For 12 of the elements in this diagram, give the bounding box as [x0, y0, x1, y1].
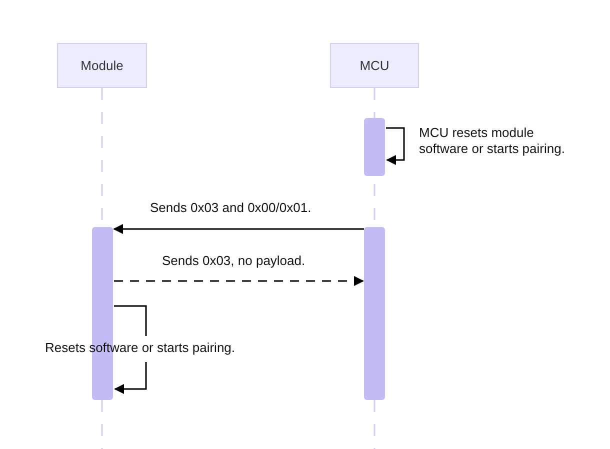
arrow — [113, 305, 147, 394]
activation-bar — [364, 118, 385, 176]
message-label: Sends 0x03 and 0x00/0x01. — [150, 200, 312, 216]
participant-box: Module — [57, 43, 147, 88]
message-label: Sends 0x03, no payload. — [162, 253, 306, 269]
message-label: MCU resets module software or starts pairing. — [419, 125, 566, 157]
participant-box: MCU — [330, 43, 419, 88]
arrow — [114, 276, 364, 286]
arrow — [386, 127, 405, 165]
arrow — [113, 224, 364, 234]
activation-bar — [364, 227, 385, 400]
message-label: Resets software or starts pairing. — [45, 340, 236, 356]
